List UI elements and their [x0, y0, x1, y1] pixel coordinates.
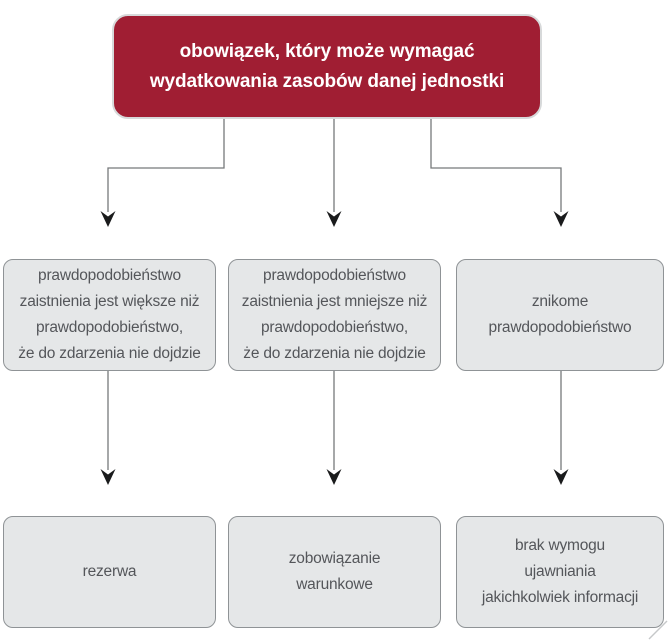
arrow-down-icon: [553, 211, 569, 227]
node-condition-probability-greater: prawdopodobieństwo zaistnienia jest więk…: [3, 259, 216, 371]
arrow-down-icon: [326, 211, 342, 227]
node-condition-probability-negligible: znikome prawdopodobieństwo: [456, 259, 664, 371]
node-condition-probability-smaller: prawdopodobieństwo zaistnienia jest mnie…: [228, 259, 441, 371]
connector-root-to-condition-1: [100, 119, 225, 227]
connector-condition-3-to-outcome-3: [553, 371, 569, 485]
arrow-down-icon: [326, 469, 342, 485]
node-root-obligation: obowiązek, który może wymagać wydatkowan…: [112, 14, 542, 119]
arrow-down-icon: [553, 469, 569, 485]
connector-condition-1-to-outcome-1: [100, 371, 116, 485]
connector-condition-2-to-outcome-2: [326, 371, 342, 485]
arrow-down-icon: [100, 469, 116, 485]
connector-root-to-condition-3: [430, 119, 569, 227]
arrow-down-icon: [100, 211, 116, 227]
node-outcome-contingent-liability: zobowiązanie warunkowe: [228, 516, 441, 628]
corner-artifact: [648, 620, 668, 640]
node-outcome-no-disclosure: brak wymogu ujawniania jakichkolwiek inf…: [456, 516, 664, 628]
node-outcome-provision: rezerwa: [3, 516, 216, 628]
connector-root-to-condition-2: [326, 119, 342, 227]
